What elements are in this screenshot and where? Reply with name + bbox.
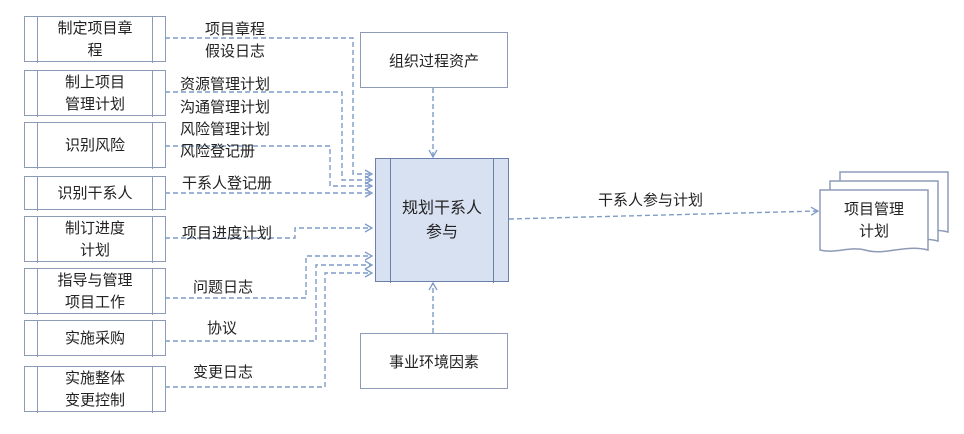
input-label: 识别干系人 xyxy=(57,184,133,202)
input-label: 程 xyxy=(87,41,103,59)
flow-label: 沟通管理计划 xyxy=(180,98,271,116)
input-label: 变更控制 xyxy=(64,391,125,409)
flow-label: 项目进度计划 xyxy=(182,224,273,242)
flow-label: 项目章程 xyxy=(205,20,266,38)
input-label: 制上项目 xyxy=(64,73,125,91)
box-label: 事业环境因素 xyxy=(388,352,479,371)
input-label: 实施采购 xyxy=(64,329,125,347)
flow-label: 变更日志 xyxy=(193,363,254,381)
connector-6 xyxy=(165,251,374,299)
flow-label: 假设日志 xyxy=(205,42,266,60)
connector-7 xyxy=(165,260,374,342)
connector-output xyxy=(508,206,820,220)
connector-5 xyxy=(165,223,374,239)
document-icon xyxy=(819,171,949,253)
input-label: 计划 xyxy=(79,241,110,259)
output-doc-label: 项目管理计划 xyxy=(843,200,904,240)
input-box-2: 制上项目管理计划 xyxy=(24,69,166,117)
input-box-7: 实施采购 xyxy=(24,319,166,357)
connector-2 xyxy=(165,91,374,185)
input-box-6: 指导与管理项目工作 xyxy=(24,267,166,315)
input-label: 制定项目章 xyxy=(57,19,133,37)
box-label: 组织过程资产 xyxy=(388,51,479,70)
flow-label: 风险管理计划 xyxy=(180,120,271,138)
flow-label: 干系人登记册 xyxy=(182,174,273,192)
input-label: 识别风险 xyxy=(64,136,125,154)
input-box-5: 制订进度计划 xyxy=(24,215,166,263)
enterprise-factors-box: 事业环境因素 xyxy=(360,333,508,389)
connector-8 xyxy=(165,268,374,388)
main-process-box: 规划干系人参与 xyxy=(375,157,509,283)
input-label: 管理计划 xyxy=(64,95,125,113)
connector-1 xyxy=(165,37,374,179)
input-box-4: 识别干系人 xyxy=(24,175,166,211)
input-label: 指导与管理 xyxy=(57,271,133,289)
org-process-assets-box: 组织过程资产 xyxy=(360,32,508,88)
flow-label: 协议 xyxy=(207,319,238,337)
input-label: 项目工作 xyxy=(64,293,125,311)
input-label: 实施整体 xyxy=(64,369,125,387)
input-label: 制订进度 xyxy=(64,219,125,237)
flow-label: 风险登记册 xyxy=(180,142,256,160)
output-label: 干系人参与计划 xyxy=(598,191,704,209)
input-box-3: 识别风险 xyxy=(24,121,166,169)
main-label: 规划干系人 xyxy=(401,198,482,217)
connector-3 xyxy=(165,145,374,191)
input-box-1: 制定项目章程 xyxy=(24,15,166,63)
input-box-8: 实施整体变更控制 xyxy=(24,365,166,413)
flow-label: 问题日志 xyxy=(193,278,254,296)
main-label: 参与 xyxy=(425,222,458,241)
flow-label: 资源管理计划 xyxy=(180,75,271,93)
